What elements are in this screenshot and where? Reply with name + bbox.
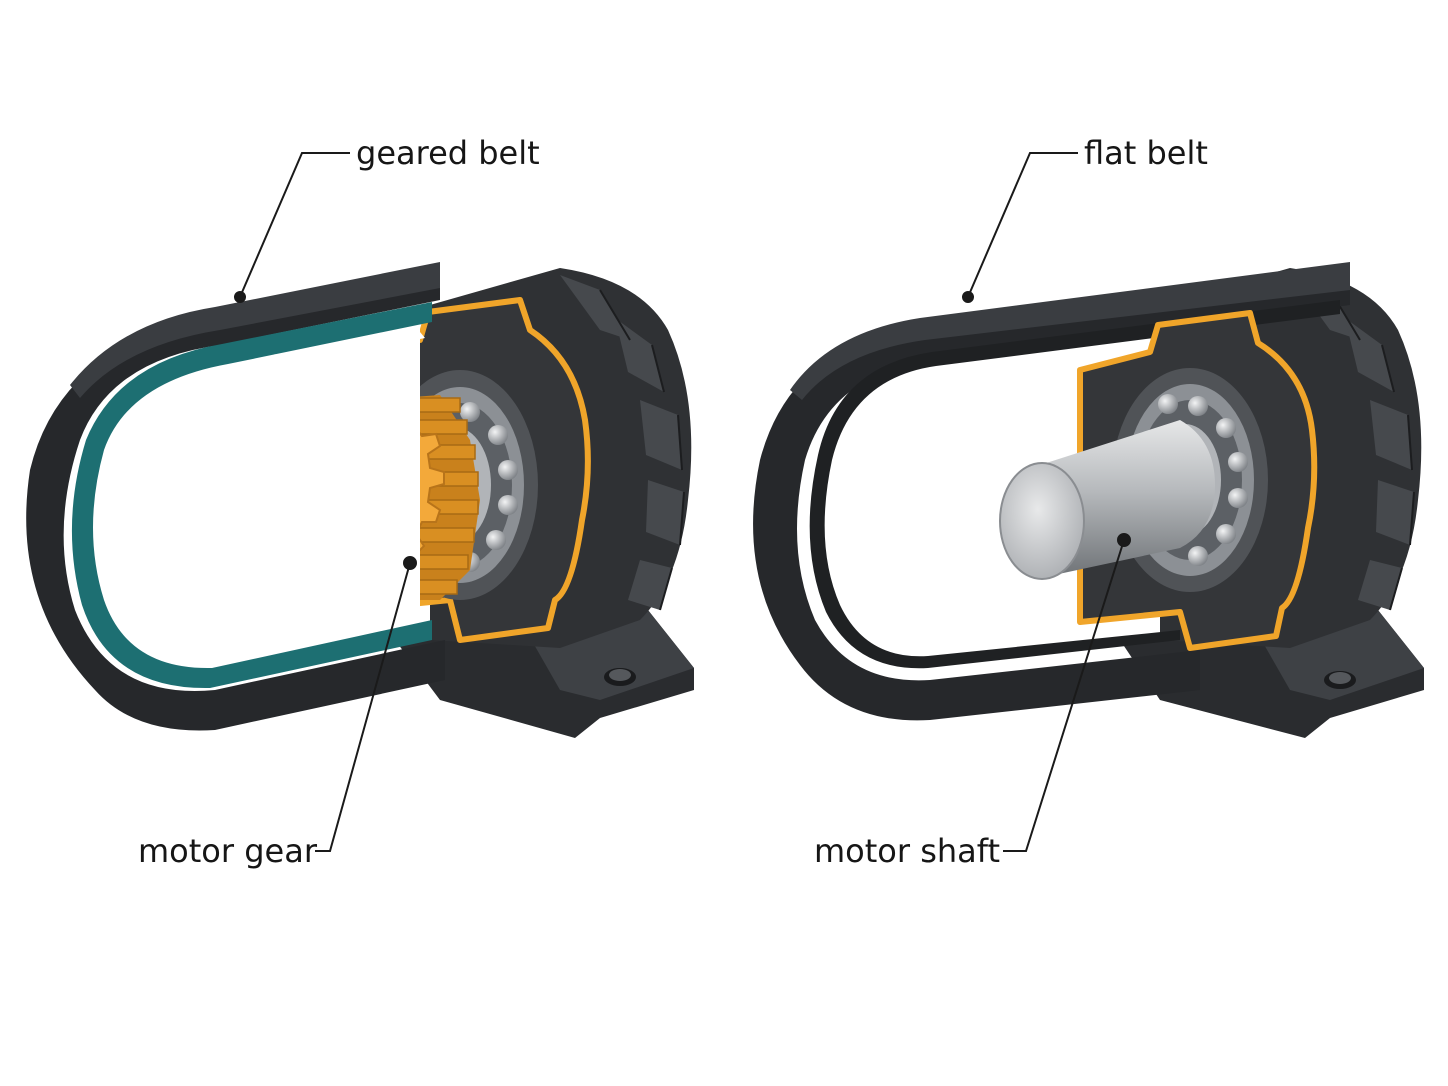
motor-shaft-label: motor shaft — [814, 832, 1000, 870]
flat-belt-label: flat belt — [1084, 134, 1208, 172]
motor-gear-leader — [315, 556, 417, 852]
motor-shaft-leader — [1003, 533, 1131, 852]
flat-belt — [753, 262, 1350, 721]
motor-gear-label: motor gear — [138, 832, 318, 870]
flat-belt-leader — [962, 152, 1078, 303]
geared-belt-leader — [234, 152, 350, 303]
geared-belt — [26, 262, 445, 731]
geared-belt-drive: geared belt motor gear — [26, 134, 694, 870]
motor-shaft — [999, 420, 1215, 580]
flat-belt-drive: flat belt motor shaft — [753, 134, 1424, 870]
geared-belt-label: geared belt — [356, 134, 540, 172]
